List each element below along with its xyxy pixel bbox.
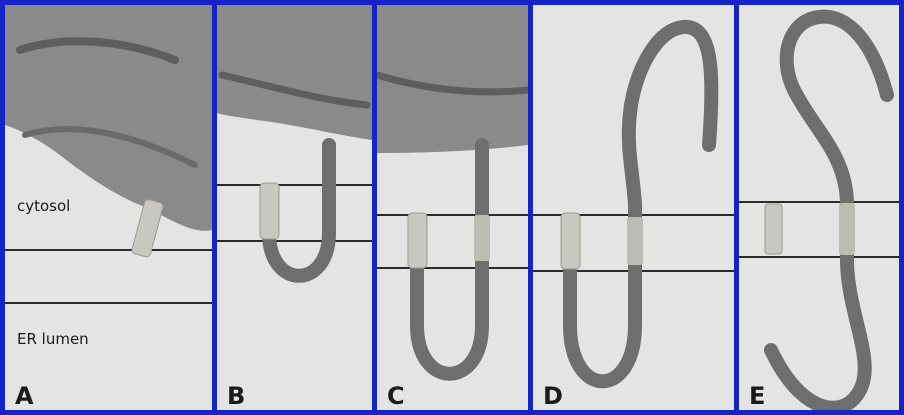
- cytosol-label: cytosol: [17, 199, 70, 214]
- stop-transfer-tag: [627, 217, 643, 265]
- panel-c: C: [377, 5, 528, 410]
- panel-b: B: [217, 5, 372, 410]
- signal-tag: [765, 204, 782, 254]
- signal-tag: [408, 213, 427, 268]
- panel-label-d: D: [543, 384, 563, 408]
- er-lumen-label: ER lumen: [17, 332, 89, 347]
- panel-d: D: [533, 5, 734, 410]
- panel-a: cytosol ER lumen A: [5, 5, 212, 410]
- panel-c-photo: [377, 5, 528, 410]
- hand-image: [217, 5, 372, 140]
- panel-label-b: B: [227, 384, 245, 408]
- polypeptide-tube: [771, 17, 887, 408]
- panel-label-e: E: [749, 384, 765, 408]
- panel-b-photo: [217, 5, 372, 410]
- panel-label-a: A: [15, 384, 34, 408]
- signal-tag: [131, 199, 164, 258]
- polypeptide-tube: [570, 27, 711, 381]
- panel-d-photo: [533, 5, 734, 410]
- panel-label-c: C: [387, 384, 405, 408]
- panel-e-photo: [739, 5, 899, 410]
- panel-e: E: [739, 5, 899, 410]
- stop-transfer-tag: [474, 215, 490, 261]
- signal-tag: [561, 213, 580, 269]
- stop-transfer-tag: [839, 203, 855, 255]
- signal-tag: [260, 183, 279, 239]
